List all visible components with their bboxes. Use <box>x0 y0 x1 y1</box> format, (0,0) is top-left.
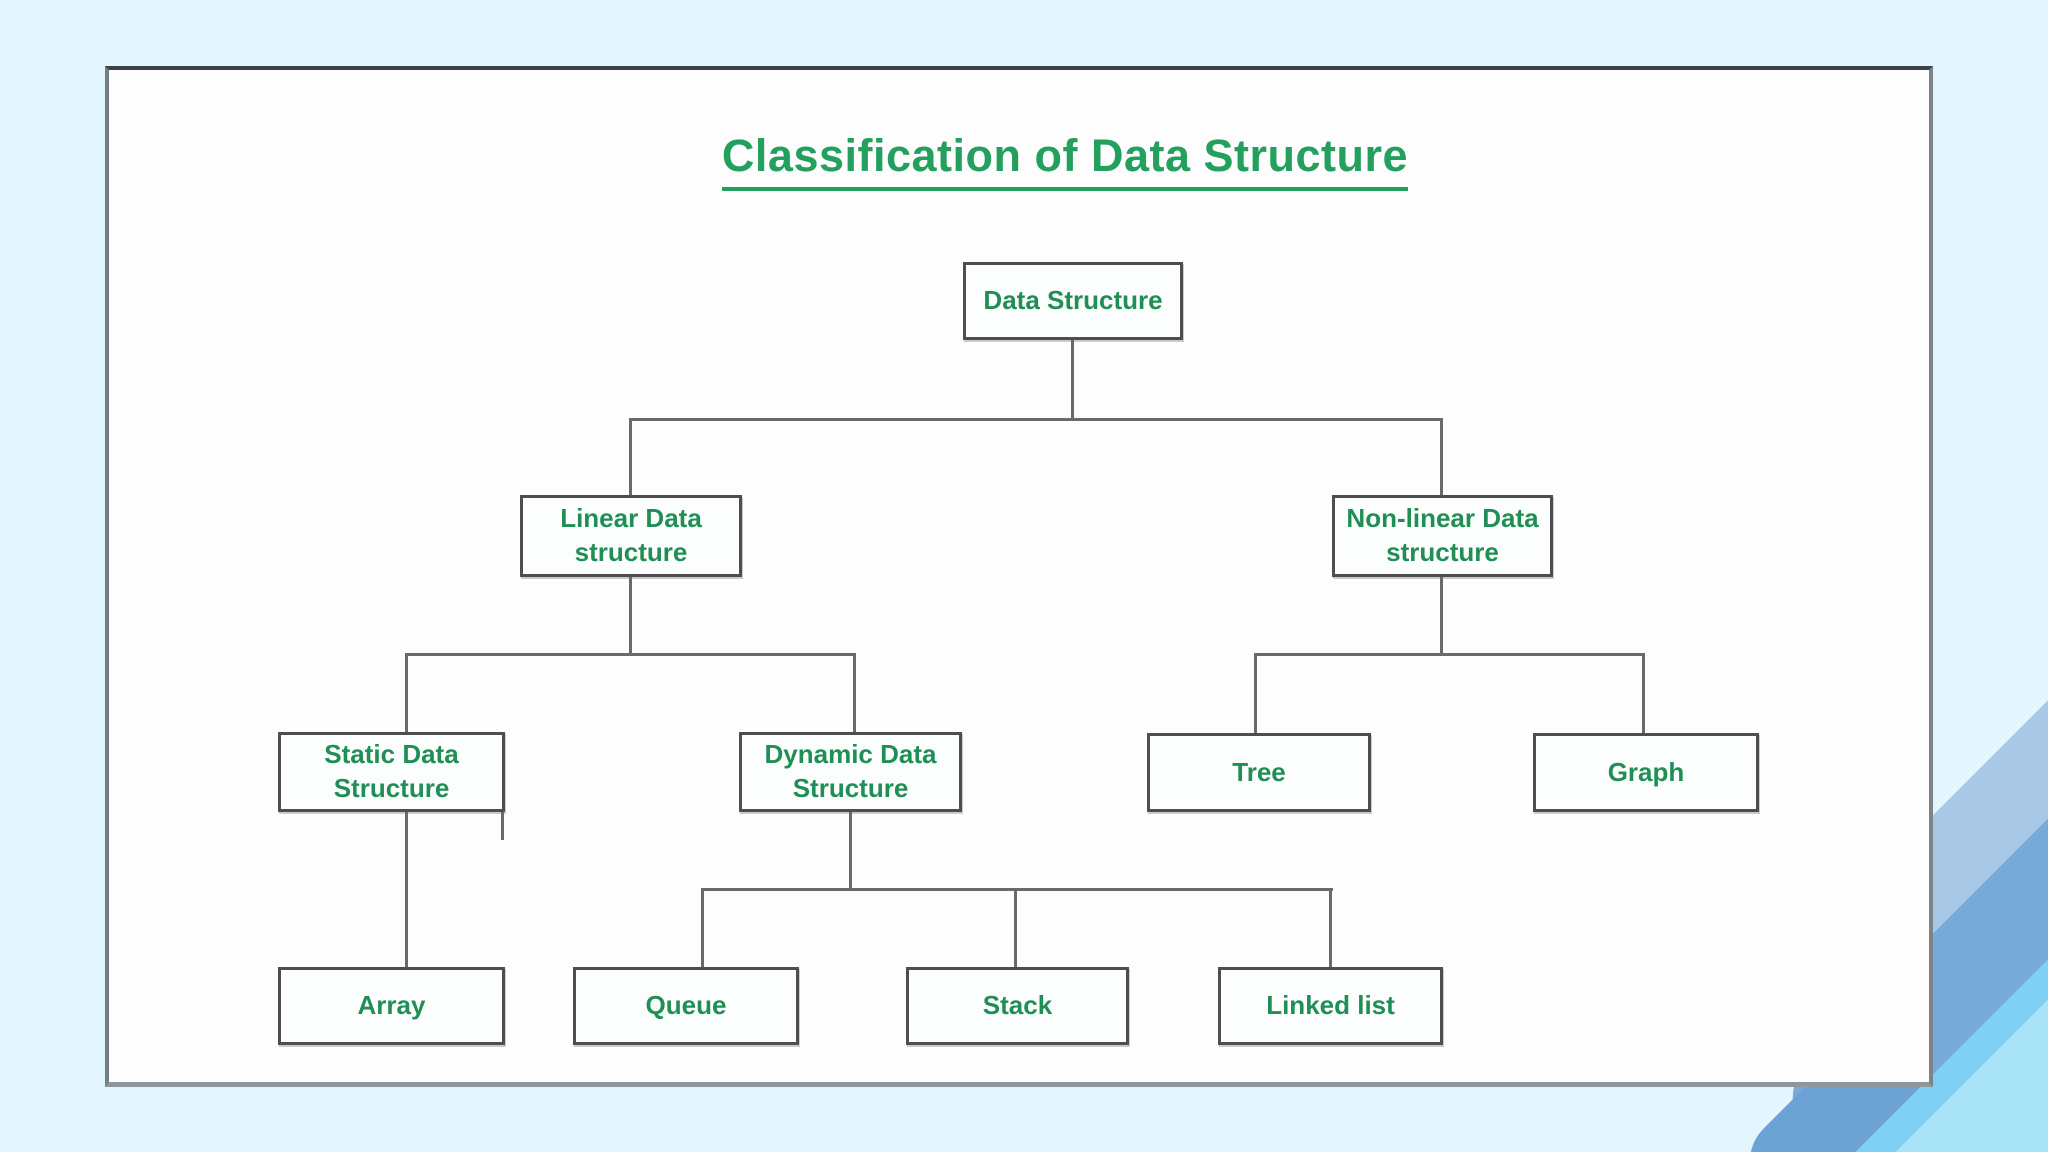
node-stack: Stack <box>906 967 1129 1045</box>
node-data-structure: Data Structure <box>963 262 1183 340</box>
node-queue: Queue <box>573 967 799 1045</box>
node-linked-list: Linked list <box>1218 967 1443 1045</box>
connector-to-tree <box>1254 653 1257 733</box>
connector-level2-bar <box>629 418 1443 421</box>
connector-to-stack <box>1014 888 1017 967</box>
node-non-linear-data-structure: Non-linear Data structure <box>1332 495 1553 577</box>
connector-linear-down <box>629 577 632 655</box>
connector-to-dynamic <box>853 653 856 732</box>
connector-to-linked-list <box>1329 888 1332 967</box>
diagram-title: Classification of Data Structure <box>565 130 1565 191</box>
node-graph: Graph <box>1533 733 1759 812</box>
connector-to-queue <box>701 888 704 967</box>
connector-root-down <box>1071 340 1074 420</box>
connector-dynamic-down <box>849 812 852 890</box>
connector-dynamic-bar <box>701 888 1333 891</box>
connector-to-nonlinear <box>1440 418 1443 495</box>
node-array: Array <box>278 967 505 1045</box>
diagram-title-text: Classification of Data Structure <box>721 130 1409 191</box>
connector-nonlinear-down <box>1440 577 1443 655</box>
connector-static-overshoot <box>501 812 504 840</box>
node-dynamic-data-structure: Dynamic Data Structure <box>739 732 962 812</box>
connector-to-graph <box>1642 653 1645 733</box>
node-tree: Tree <box>1147 733 1371 812</box>
diagram-panel: Classification of Data Structure Data St… <box>105 66 1933 1087</box>
connector-to-static <box>405 653 408 732</box>
connector-linear-bar <box>405 653 855 656</box>
node-linear-data-structure: Linear Data structure <box>520 495 742 577</box>
connector-to-linear <box>629 418 632 495</box>
node-static-data-structure: Static Data Structure <box>278 732 505 812</box>
connector-static-to-array <box>405 812 408 967</box>
connector-nonlinear-bar <box>1254 653 1644 656</box>
